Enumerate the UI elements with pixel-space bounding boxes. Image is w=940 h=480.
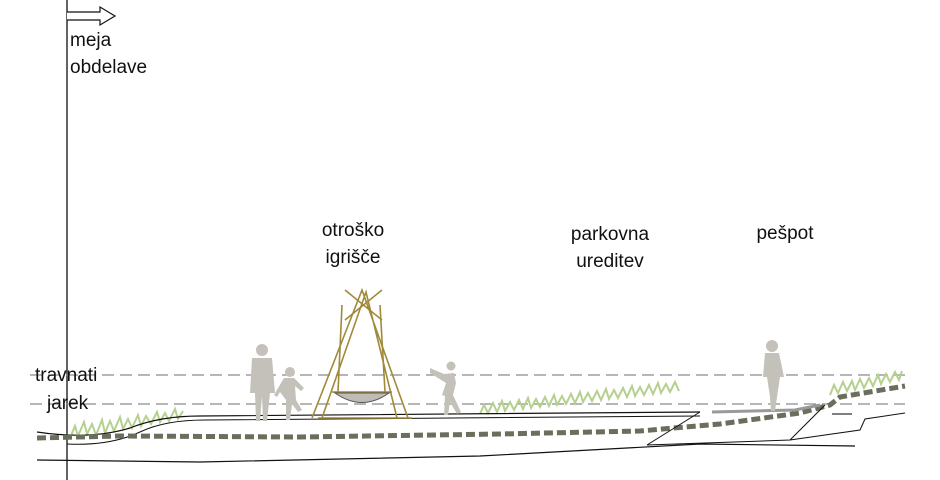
label-boundary: meja obdelave	[70, 27, 147, 81]
adult-figure	[250, 344, 275, 421]
label-line: pešpot	[756, 223, 814, 244]
soil-layer-dashed	[36, 383, 906, 441]
footpath-surface	[711, 403, 821, 414]
label-line: meja	[70, 30, 112, 51]
label-ditch: travnati jarek	[35, 362, 97, 418]
label-line: jarek	[47, 393, 89, 414]
path-foundation	[646, 404, 906, 446]
label-line: obdelave	[70, 57, 148, 78]
label-line: otroško	[321, 220, 385, 241]
swing-structure	[311, 287, 412, 419]
swing-basket	[333, 392, 391, 403]
label-line: parkovna	[570, 224, 650, 245]
label-line: igrišče	[325, 247, 381, 268]
grass	[69, 369, 903, 439]
people-silhouettes	[250, 340, 784, 421]
label-line: travnati	[35, 365, 98, 386]
label-park: parkovna ureditev	[555, 221, 665, 275]
girl-figure	[430, 361, 461, 415]
direction-arrow-icon	[67, 5, 117, 27]
subgrade-line	[36, 443, 856, 463]
walking-figure	[763, 340, 784, 411]
ground-surface-inner	[66, 415, 701, 445]
label-footpath: pešpot	[740, 220, 830, 247]
label-playground: otroško igrišče	[303, 217, 403, 271]
label-line: ureditev	[576, 251, 644, 272]
child-figure	[274, 367, 304, 420]
